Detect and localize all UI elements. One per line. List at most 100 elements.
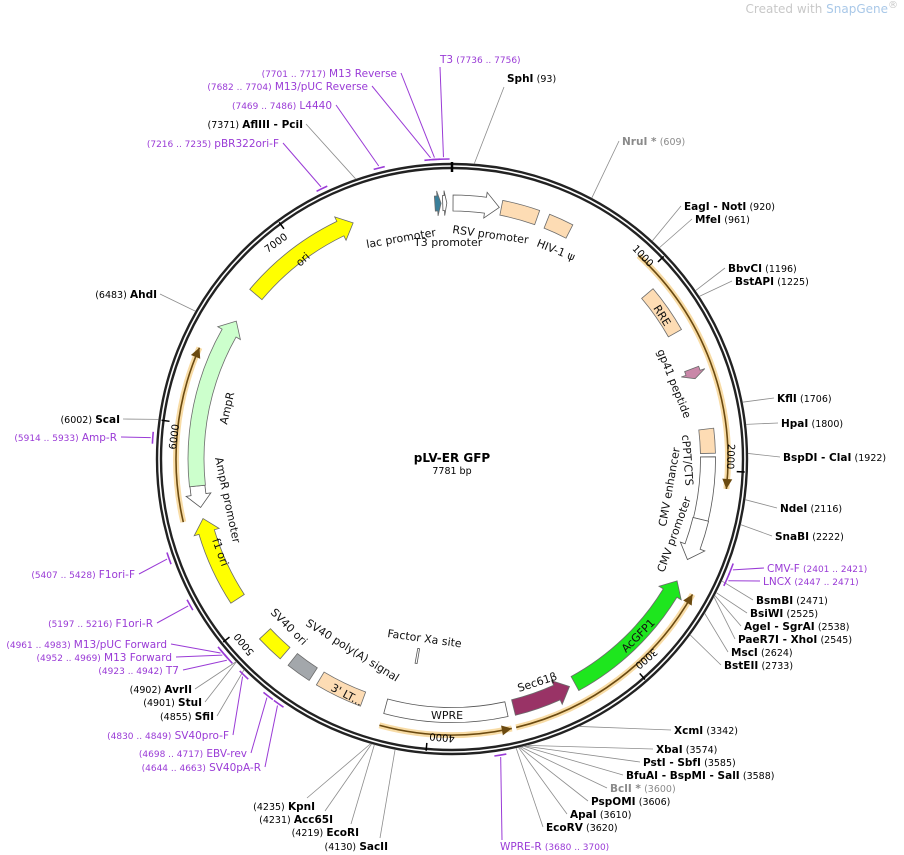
- enzyme-site[interactable]: (6483) AhdI: [95, 289, 157, 301]
- primer-label[interactable]: (4923 .. 4942) T7: [98, 665, 179, 677]
- primer-label[interactable]: CMV-F (2401 .. 2421): [767, 563, 867, 575]
- feature-hiv-1[interactable]: [543, 213, 574, 239]
- orf-arc[interactable]: [515, 593, 694, 729]
- feature-ampr[interactable]: [187, 320, 241, 488]
- enzyme-site[interactable]: MfeI (961): [695, 214, 750, 226]
- primer-binding-mark[interactable]: [424, 158, 438, 162]
- primer-label[interactable]: WPRE-R (3680 .. 3700): [500, 841, 609, 853]
- enzyme-site[interactable]: BstEII (2733): [724, 660, 793, 672]
- primer-label[interactable]: (7682 .. 7704) M13/pUC Reverse: [207, 81, 368, 93]
- primer-range: (4644 .. 4663): [142, 764, 206, 774]
- enzyme-site[interactable]: BfuAI - BspMI - SalI (3588): [626, 770, 774, 782]
- primer-range: (7736 .. 7756): [456, 56, 520, 66]
- primer-binding-mark[interactable]: [273, 699, 284, 708]
- primer-label[interactable]: (5407 .. 5428) F1ori-F: [31, 569, 135, 581]
- enzyme-site[interactable]: NdeI (2116): [780, 503, 842, 515]
- feature-cmv-enhancer[interactable]: [693, 456, 716, 522]
- enzyme-position: (3600): [644, 784, 676, 795]
- primer-range: (2447 .. 2471): [794, 578, 858, 588]
- enzyme-site[interactable]: (6002) ScaI: [60, 414, 120, 426]
- feature-3-lt[interactable]: [315, 671, 367, 707]
- enzyme-site[interactable]: XbaI (3574): [656, 744, 717, 756]
- feature-factor-xa-site[interactable]: [414, 647, 421, 664]
- primer-binding-mark[interactable]: [494, 753, 507, 757]
- primer-label[interactable]: (4830 .. 4849) SV40pro-F: [107, 730, 229, 742]
- orf-arc[interactable]: [175, 347, 201, 523]
- primer-binding-mark[interactable]: [217, 646, 227, 657]
- enzyme-position: (3585): [704, 758, 736, 769]
- enzyme-site[interactable]: MscI (2624): [731, 647, 793, 659]
- enzyme-site[interactable]: (4902) AvrII: [130, 684, 192, 696]
- primer-binding-mark[interactable]: [316, 185, 328, 193]
- enzyme-site[interactable]: PaeR7I - XhoI (2545): [738, 634, 852, 646]
- primer-label[interactable]: (7216 .. 7235) pBR322ori-F: [147, 138, 279, 150]
- enzyme-site[interactable]: PspOMI (3606): [591, 796, 670, 808]
- enzyme-site[interactable]: BbvCI (1196): [728, 263, 797, 275]
- enzyme-site[interactable]: KflI (1706): [777, 393, 832, 405]
- feature-ampr-promoter[interactable]: [185, 484, 212, 509]
- feature-t3-promoter[interactable]: [442, 190, 448, 216]
- feature-sv40-poly-a-signal[interactable]: [287, 652, 318, 681]
- primer-binding-mark[interactable]: [723, 573, 730, 587]
- primer-binding-mark[interactable]: [728, 563, 734, 576]
- primer-leader-line: [138, 558, 168, 575]
- feature-wpre[interactable]: [383, 698, 509, 723]
- feature-5-ltr-truncated[interactable]: [499, 199, 541, 226]
- primer-label[interactable]: (5197 .. 5216) F1ori-R: [48, 618, 153, 630]
- feature-rre[interactable]: [641, 288, 683, 338]
- feature-gp41-peptide[interactable]: [681, 365, 706, 380]
- primer-label[interactable]: (4952 .. 4969) M13 Forward: [37, 652, 172, 664]
- primer-label[interactable]: (4644 .. 4663) SV40pA-R: [142, 762, 261, 774]
- enzyme-site[interactable]: ApaI (3610): [570, 809, 631, 821]
- feature-cmv-promoter[interactable]: [679, 516, 710, 561]
- feature-f1-ori[interactable]: [193, 517, 245, 604]
- primer-label[interactable]: T3 (7736 .. 7756): [439, 54, 521, 66]
- enzyme-site[interactable]: BspDI - ClaI (1922): [783, 452, 886, 464]
- enzyme-site[interactable]: BsiWI (2525): [750, 608, 818, 620]
- enzyme-site[interactable]: (4855) SfiI: [160, 711, 214, 723]
- feature-ori[interactable]: [249, 216, 354, 301]
- enzyme-site[interactable]: (4231) Acc65I: [259, 814, 333, 826]
- primer-binding-mark[interactable]: [186, 599, 194, 611]
- orf-arc[interactable]: [379, 724, 512, 736]
- enzyme-site[interactable]: BsmBI (2471): [756, 595, 828, 607]
- primer-binding-mark[interactable]: [166, 552, 172, 565]
- enzyme-site[interactable]: HpaI (1800): [781, 418, 843, 430]
- feature-rsv-promoter[interactable]: [452, 191, 500, 219]
- feature-lac-promoter[interactable]: [433, 190, 442, 216]
- enzyme-site[interactable]: (4219) EcoRI: [292, 827, 359, 839]
- enzyme-site[interactable]: EagI - NotI (920): [684, 201, 775, 213]
- enzyme-name: PstI - SbfI: [643, 757, 701, 769]
- primer-range: (7701 .. 7717): [262, 70, 326, 80]
- enzyme-site[interactable]: (4235) KpnI: [253, 801, 315, 813]
- primer-label[interactable]: (4698 .. 4717) EBV-rev: [139, 748, 247, 760]
- feature-cppt-cts[interactable]: [698, 427, 716, 454]
- primer-label[interactable]: (7469 .. 7486) L4440: [232, 100, 332, 112]
- enzyme-site[interactable]: (4130) SacII: [325, 841, 388, 853]
- enzyme-site[interactable]: SnaBI (2222): [775, 531, 844, 543]
- enzyme-site[interactable]: EcoRV (3620): [546, 822, 618, 834]
- primer-label[interactable]: (4961 .. 4983) M13/pUC Forward: [6, 639, 167, 651]
- primer-binding-mark[interactable]: [239, 670, 249, 680]
- enzyme-site[interactable]: BstAPI (1225): [735, 276, 809, 288]
- primer-label[interactable]: (5914 .. 5933) Amp-R: [14, 432, 117, 444]
- enzyme-site[interactable]: PstI - SbfI (3585): [643, 757, 736, 769]
- primer-name: M13/pUC Forward: [74, 639, 167, 651]
- enzyme-site[interactable]: AgeI - SgrAI (2538): [744, 621, 849, 633]
- enzyme-site[interactable]: BclI * (3600): [610, 783, 676, 795]
- feature-acgfp1[interactable]: [570, 580, 682, 692]
- enzyme-site[interactable]: SphI (93): [507, 73, 556, 85]
- primer-binding-mark[interactable]: [151, 431, 155, 444]
- primer-binding-mark[interactable]: [262, 691, 274, 701]
- feature-sec61[interactable]: [511, 680, 571, 716]
- primer-label[interactable]: (7701 .. 7717) M13 Reverse: [262, 68, 397, 80]
- enzyme-site[interactable]: NruI * (609): [622, 136, 685, 148]
- enzyme-site[interactable]: XcmI (3342): [674, 725, 738, 737]
- primer-label[interactable]: LNCX (2447 .. 2471): [763, 576, 859, 588]
- orf-arc[interactable]: [638, 255, 729, 490]
- enzyme-site[interactable]: (4901) StuI: [143, 697, 202, 709]
- enzyme-position: (1225): [777, 277, 809, 288]
- enzyme-site[interactable]: (7371) AflIII - PciI: [207, 119, 303, 131]
- primer-binding-mark[interactable]: [373, 165, 385, 171]
- feature-sv40-ori[interactable]: [258, 628, 291, 660]
